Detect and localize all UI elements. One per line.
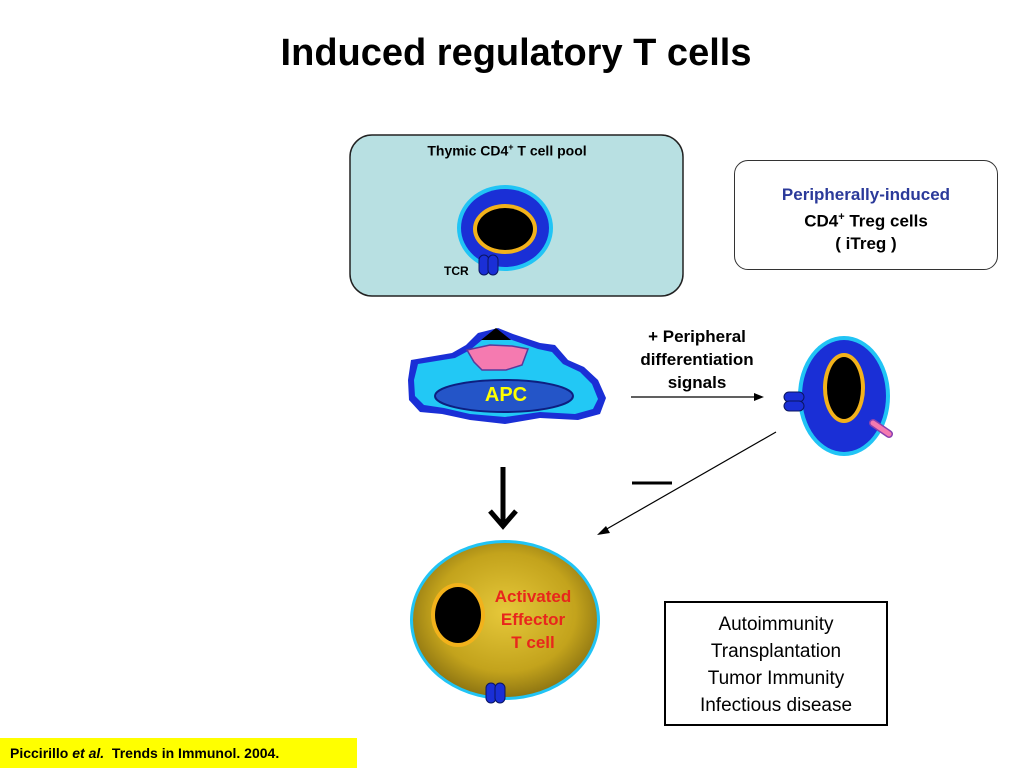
outcome-item: Transplantation: [710, 641, 842, 662]
thymic-t-cell: [457, 185, 553, 271]
effector-label: Activated Effector T cell: [478, 585, 588, 654]
thymic-pool-label: Thymic CD4+ T cell pool: [427, 142, 587, 159]
tcr-label: TCR: [444, 264, 469, 278]
suppression-arrow: [597, 431, 777, 535]
itreg-tcr-receptor: [783, 391, 805, 412]
citation: Piccirillo et al. Trends in Immunol. 200…: [0, 738, 357, 768]
signals-line2: differentiation: [640, 350, 754, 369]
thymic-tcr-receptor: [478, 254, 499, 276]
signals-label: + Peripheral differentiation signals: [622, 325, 772, 394]
apc-label: APC: [484, 384, 528, 406]
effector-line2: Effector: [500, 610, 566, 629]
effector-t-cell: [410, 540, 600, 700]
itreg-line2: CD4+ Treg cells: [804, 211, 928, 231]
outcome-item: Tumor Immunity: [707, 668, 845, 689]
itreg-line3: ( iTreg ): [835, 233, 897, 253]
outcome-item: Autoimmunity: [718, 614, 834, 635]
signals-line1: + Peripheral: [648, 327, 746, 346]
itreg-line1: Peripherally-induced: [781, 185, 951, 204]
itreg-cell: [798, 336, 893, 456]
apc-cell: [408, 328, 606, 424]
signals-line3: signals: [667, 373, 727, 392]
differentiation-arrow: [631, 393, 764, 401]
effector-line1: Activated: [494, 587, 572, 606]
itreg-description-box: Peripherally-induced CD4+ Treg cells ( i…: [734, 160, 998, 270]
activation-arrow: [488, 467, 518, 530]
outcomes-box: Autoimmunity Transplantation Tumor Immun…: [664, 601, 888, 726]
effector-line3: T cell: [511, 633, 555, 652]
outcome-item: Infectious disease: [699, 695, 853, 716]
page-title: Induced regulatory T cells: [280, 32, 752, 74]
effector-tcr-receptor: [485, 682, 506, 704]
